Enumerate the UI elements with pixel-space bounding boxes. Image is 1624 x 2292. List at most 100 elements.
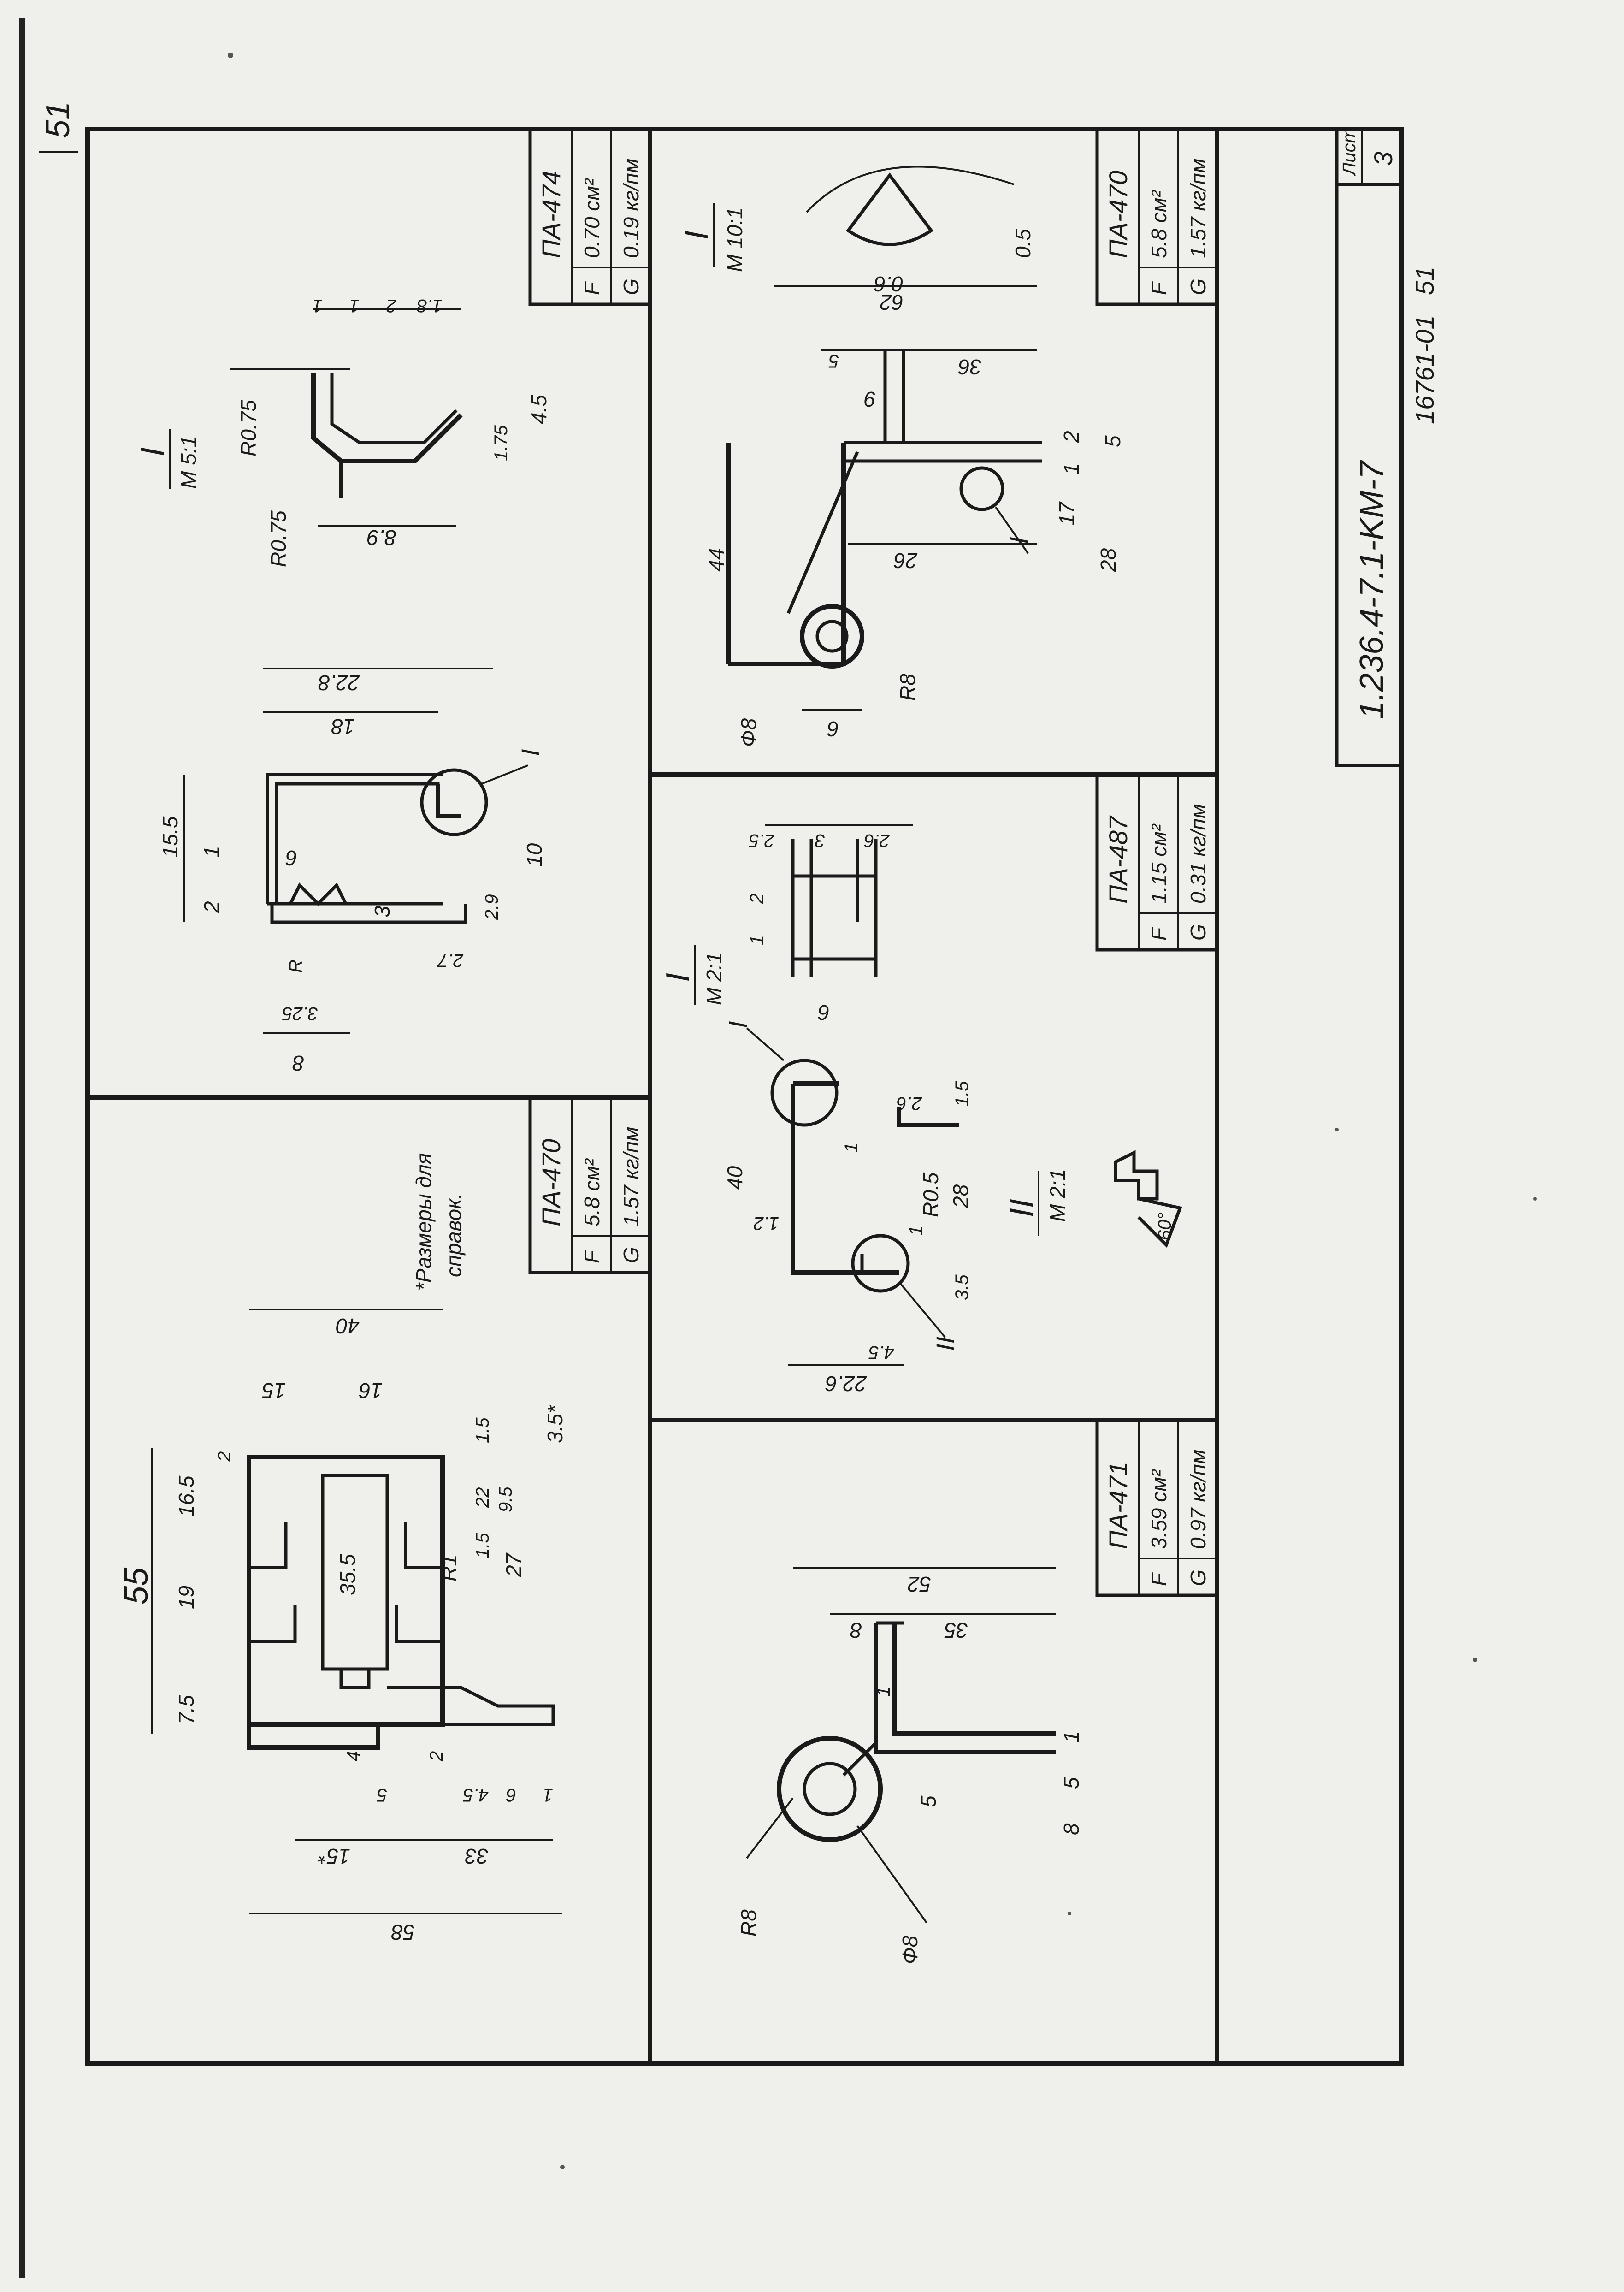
- title-block: Лист 3 1.236.4-7.1-KM-7 16761-01 51: [1335, 127, 1439, 767]
- dim-1: 1: [841, 1143, 862, 1153]
- profile-shape-pa470-top: [726, 350, 1042, 669]
- dim-1: 1: [1059, 1731, 1083, 1743]
- callout-1: I: [723, 1021, 752, 1028]
- dim-26: 26: [893, 549, 918, 573]
- f-value: 0.70 см²: [580, 178, 604, 258]
- dim-36: 36: [958, 355, 982, 379]
- profile-title: ПА-487: [1104, 815, 1133, 904]
- dim-9: 9: [864, 387, 876, 411]
- dim-3-25: 3.25: [282, 1003, 318, 1024]
- dim-r: R: [286, 959, 306, 973]
- dimensions-pa471: 52 35 8 1 1 5 5 8 R8 Ф8: [737, 1567, 1083, 1964]
- f-key: F: [580, 1249, 604, 1263]
- dim-6: 6: [506, 1785, 516, 1805]
- dim-2-6: 2.6: [896, 1093, 922, 1113]
- g-value: 1.57 кг/пм: [1186, 159, 1210, 258]
- callout-i: I: [516, 749, 545, 756]
- dim-6: 6: [827, 717, 839, 741]
- detail-dim-2: 2: [386, 296, 397, 316]
- detail-dim-1: 1: [313, 296, 323, 316]
- f-value: 1.15 см²: [1147, 823, 1171, 904]
- dim-10: 10: [522, 843, 546, 867]
- g-key: G: [619, 278, 643, 295]
- profile-shape-pa470-main: [247, 1455, 555, 1750]
- dim-62: 62: [880, 290, 904, 314]
- spec-table-pa471: ПА-471 F 3.59 см² G 0.97 кг/пм: [1095, 1418, 1219, 1597]
- callout-i: I: [1004, 537, 1033, 544]
- wedge-dim-0-6: 0.6: [874, 272, 904, 296]
- det-dim-2-5: 2.5: [749, 830, 775, 851]
- dim-15: 15: [262, 1379, 286, 1403]
- panel-pa474: ПА-474 F 0.70 см² G 0.19 кг/пм 22.8 18 1…: [134, 127, 652, 1075]
- profile-shape-pa471: [777, 1621, 1056, 1842]
- f-key: F: [580, 281, 604, 295]
- f-key: F: [1147, 1572, 1171, 1586]
- detail-i-pa487: 2.5 3 2.6 2 1 6: [747, 824, 913, 1025]
- det-dim-2: 2: [747, 894, 767, 904]
- g-key: G: [1186, 1569, 1210, 1586]
- detail-mark: I: [678, 231, 715, 240]
- dim-16: 16: [359, 1379, 383, 1403]
- dim-22-6: 22.6: [825, 1372, 867, 1396]
- dim-3-5-star: 3.5*: [543, 1404, 567, 1443]
- detail-scale-2: М 2:1: [1045, 1169, 1069, 1222]
- g-key: G: [1186, 278, 1210, 295]
- f-key: F: [1147, 926, 1171, 941]
- dim-5: 5: [1059, 1777, 1083, 1789]
- det-dim-1: 1: [747, 935, 767, 945]
- dim-r0-5: R0.5: [919, 1172, 943, 1217]
- dim-33: 33: [465, 1844, 489, 1868]
- dim-3: 3: [370, 906, 394, 918]
- profile-shape-pa487: I II: [723, 1021, 960, 1351]
- dim-1-5a: 1.5: [472, 1417, 493, 1443]
- dim-1: 1: [1059, 463, 1083, 475]
- dim-52: 52: [908, 1572, 931, 1596]
- detail-mark-1: I: [660, 973, 697, 982]
- profile-shape-pa474: [266, 768, 488, 924]
- callout-2: II: [931, 1337, 960, 1351]
- f-value: 5.8 см²: [580, 1158, 604, 1226]
- detail-dim-1-8: 1.8: [417, 296, 443, 316]
- detail-mark-2: II: [1003, 1199, 1040, 1217]
- dim-4-5: 4.5: [463, 1785, 489, 1805]
- dim-8: 8: [292, 1051, 304, 1075]
- dim-r1: R1: [437, 1554, 461, 1581]
- sheet-label: Лист: [1339, 128, 1359, 177]
- panel-pa470-top: ПА-470 F 5.8 см² G 1.57 кг/пм I М 10:1 0…: [678, 127, 1219, 747]
- dim-8: 8: [850, 1618, 862, 1642]
- dim-1b: 1: [906, 1226, 926, 1236]
- dimensions-pa470-main: 55 16.5 19 7.5 40 15 16 35.5 27 9.5 22 1…: [118, 1309, 567, 1944]
- sheet-number: 3: [1369, 152, 1398, 166]
- wedge-dim-0-5: 0.5: [1011, 229, 1035, 258]
- dim-width: 22.8: [318, 671, 360, 695]
- f-value: 3.59 см²: [1147, 1469, 1171, 1549]
- dim-4-5: 4.5: [868, 1342, 894, 1362]
- g-value: 0.31 кг/пм: [1186, 804, 1210, 904]
- detail-scale: М 5:1: [177, 436, 201, 489]
- dim-2-9: 2.9: [482, 894, 502, 920]
- dim-5b: 5: [916, 1795, 940, 1807]
- dim-19: 19: [174, 1586, 198, 1609]
- angle-60: 60°: [1155, 1213, 1175, 1241]
- dim-6: 6: [285, 846, 297, 870]
- dim-1: 1: [200, 846, 224, 858]
- g-value: 1.57 кг/пм: [619, 1127, 643, 1226]
- dim-35: 35: [944, 1618, 968, 1642]
- dim-27: 27: [502, 1552, 526, 1577]
- dim-r8: R8: [896, 674, 920, 701]
- dimensions-pa470-top: 62 36 44 26 17 28 9 5 2 1 5 Ф8 6 R8 I: [704, 285, 1125, 747]
- detail-dim-1-75: 1.75: [491, 425, 511, 461]
- detail-ii-pa487: II М 2:1 60°: [1003, 1150, 1182, 1248]
- dim-7-5: 7.5: [174, 1695, 198, 1724]
- detail-dim-1b: 1: [349, 296, 360, 316]
- detail-scale: М 10:1: [723, 207, 747, 272]
- dim-r8: R8: [737, 1909, 761, 1937]
- f-value: 5.8 см²: [1147, 190, 1171, 258]
- f-key: F: [1147, 281, 1171, 295]
- dim-17: 17: [1055, 501, 1079, 526]
- edge-page-mark: 51: [40, 101, 77, 138]
- note-line-1: *Размеры для: [412, 1153, 436, 1291]
- scan-noise: [228, 53, 1537, 2169]
